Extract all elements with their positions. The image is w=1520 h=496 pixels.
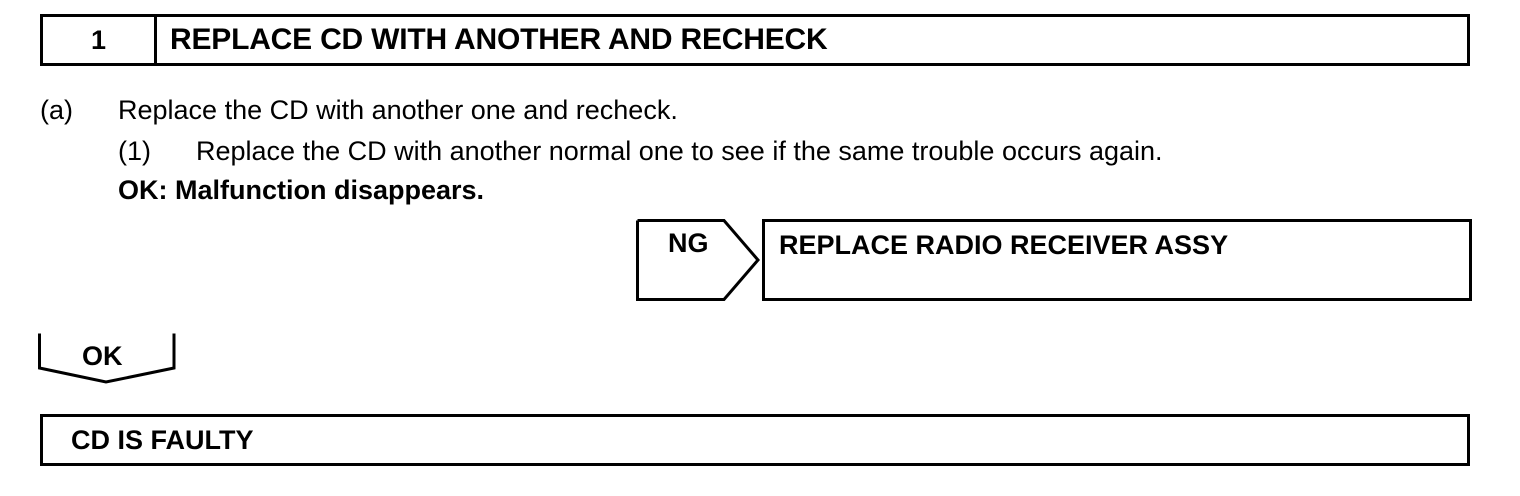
step-header: 1 REPLACE CD WITH ANOTHER AND RECHECK (40, 14, 1470, 66)
step-number: 1 (43, 17, 157, 63)
item-a-marker: (a) (40, 95, 73, 125)
ng-label: NG (668, 228, 709, 258)
sub-item-1-text: Replace the CD with another normal one t… (196, 136, 1163, 166)
sub-item-1-marker: (1) (118, 136, 151, 166)
ng-result-text: REPLACE RADIO RECEIVER ASSY (779, 230, 1229, 260)
ok-condition: OK: Malfunction disappears. (118, 175, 485, 205)
final-result-box: CD IS FAULTY (40, 414, 1470, 466)
ok-arrow-shape (38, 333, 176, 384)
ng-arrow-shape (636, 219, 760, 301)
ng-result-box: REPLACE RADIO RECEIVER ASSY (762, 219, 1472, 301)
ok-label: OK (82, 341, 123, 371)
step-title: REPLACE CD WITH ANOTHER AND RECHECK (170, 23, 828, 56)
item-a-text: Replace the CD with another one and rech… (118, 95, 678, 125)
